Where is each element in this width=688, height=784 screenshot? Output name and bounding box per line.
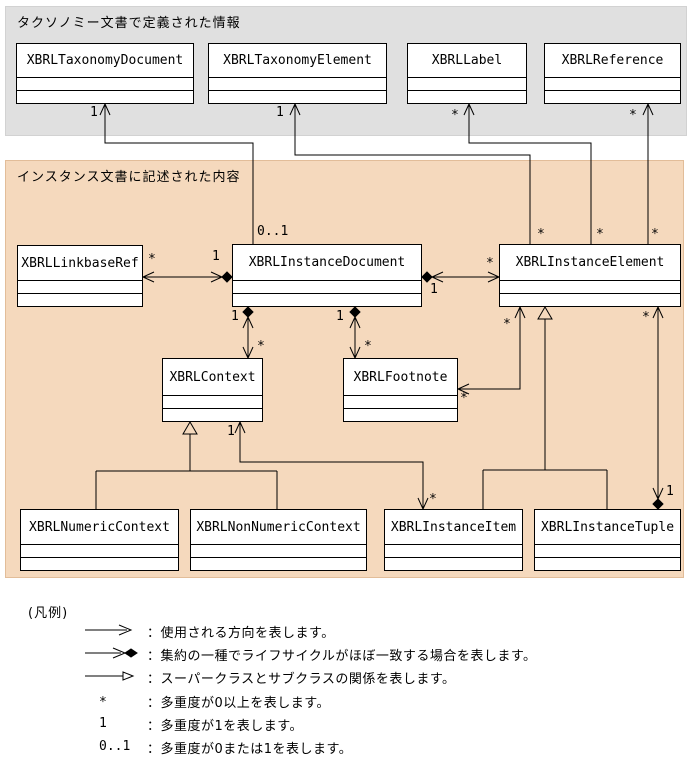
multiplicity-label: 1	[227, 424, 235, 439]
attribute-compartment	[545, 77, 680, 90]
class-name: XBRLReference	[561, 53, 664, 68]
taxonomy-region-title: タクソノミー文書で定義された情報	[17, 16, 241, 31]
class-xbrl-context: XBRLContext	[162, 358, 263, 422]
class-xbrl-taxonomy-element: XBRLTaxonomyElement	[208, 43, 387, 104]
operation-compartment	[21, 557, 178, 570]
legend: (凡例) ：使用される方向を表します。 ：集約の一種でライフサイクルがほぼ一致す…	[0, 595, 688, 784]
multiplicity-label: 1	[276, 105, 284, 120]
class-xbrl-linkbase-ref: XBRLLinkbaseRef	[17, 245, 143, 307]
operation-compartment	[344, 408, 457, 421]
class-name: XBRLInstanceItem	[390, 519, 517, 535]
operation-compartment	[163, 408, 262, 421]
multiplicity-label: *	[537, 227, 545, 242]
class-name: XBRLFootnote	[353, 369, 448, 385]
attribute-compartment	[163, 395, 262, 408]
class-xbrl-numeric-context: XBRLNumericContext	[20, 509, 179, 571]
class-name: XBRLTaxonomyElement	[223, 53, 372, 68]
multiplicity-label: *	[629, 108, 637, 123]
multiplicity-label: *	[503, 317, 511, 332]
multiplicity-label: 1	[666, 484, 674, 499]
class-xbrl-taxonomy-document: XBRLTaxonomyDocument	[16, 43, 194, 104]
class-xbrl-instance-tuple: XBRLInstanceTuple	[534, 509, 681, 571]
attribute-compartment	[408, 77, 526, 90]
operation-compartment	[500, 293, 680, 306]
multiplicity-label: *	[651, 227, 659, 242]
multiplicity-label: 1	[212, 249, 220, 264]
multiplicity-label: *	[596, 227, 604, 242]
class-name: XBRLContext	[169, 369, 256, 385]
legend-title: (凡例)	[28, 606, 69, 621]
generalization-triangle-icon	[85, 671, 135, 681]
multiplicity-label: *	[460, 391, 468, 406]
legend-item-text: ：多重度が0または1を表します。	[147, 742, 353, 757]
class-name: XBRLTaxonomyDocument	[26, 53, 184, 68]
instance-region-title: インスタンス文書に記述された内容	[17, 170, 241, 185]
class-xbrl-footnote: XBRLFootnote	[343, 358, 458, 422]
class-name: XBRLNumericContext	[29, 519, 170, 535]
multiplicity-label: 1	[231, 309, 239, 324]
operation-compartment	[209, 90, 386, 103]
multiplicity-label: *	[486, 256, 494, 271]
multiplicity-label: *	[364, 339, 372, 354]
multiplicity-label: 0..1	[257, 224, 289, 239]
class-xbrl-label: XBRLLabel	[407, 43, 527, 104]
use-arrow-icon	[85, 624, 133, 636]
class-name: XBRLInstanceElement	[515, 255, 665, 270]
attribute-compartment	[191, 544, 366, 557]
attribute-compartment	[344, 395, 457, 408]
operation-compartment	[408, 90, 526, 103]
operation-compartment	[535, 557, 680, 570]
attribute-compartment	[209, 77, 386, 90]
class-xbrl-non-numeric-context: XBRLNonNumericContext	[190, 509, 367, 571]
multiplicity-label: *	[642, 310, 650, 325]
attribute-compartment	[385, 544, 522, 557]
attribute-compartment	[17, 77, 193, 90]
legend-item-text: ：多重度が1を表します。	[147, 719, 303, 734]
class-xbrl-reference: XBRLReference	[544, 43, 681, 104]
operation-compartment	[18, 293, 142, 306]
class-name: XBRLLabel	[431, 53, 503, 68]
class-name: XBRLNonNumericContext	[196, 519, 361, 535]
operation-compartment	[545, 90, 680, 103]
attribute-compartment	[18, 280, 142, 293]
operation-compartment	[233, 293, 421, 306]
legend-mark-zero-or-one: 0..1	[99, 739, 131, 754]
attribute-compartment	[500, 280, 680, 293]
legend-item-text: ：多重度が0以上を表します。	[147, 696, 330, 711]
multiplicity-label: 1	[430, 282, 438, 297]
attribute-compartment	[21, 544, 178, 557]
class-name: XBRLLinkbaseRef	[21, 255, 139, 271]
multiplicity-label: *	[429, 492, 437, 507]
class-xbrl-instance-document: XBRLInstanceDocument	[232, 244, 422, 307]
attribute-compartment	[233, 280, 421, 293]
legend-item-text: ：集約の一種でライフサイクルがほぼ一致する場合を表します。	[147, 649, 537, 664]
legend-item-text: ：使用される方向を表します。	[147, 626, 335, 641]
legend-mark-one: 1	[99, 716, 107, 731]
operation-compartment	[385, 557, 522, 570]
operation-compartment	[191, 557, 366, 570]
multiplicity-label: 1	[336, 309, 344, 324]
class-name: XBRLInstanceDocument	[248, 255, 406, 270]
attribute-compartment	[535, 544, 680, 557]
operation-compartment	[17, 90, 193, 103]
legend-item-text: ：スーパークラスとサブクラスの関係を表します。	[147, 672, 456, 687]
class-xbrl-instance-element: XBRLInstanceElement	[499, 244, 681, 307]
multiplicity-label: *	[257, 339, 265, 354]
multiplicity-label: *	[451, 108, 459, 123]
legend-mark-asterisk: *	[99, 695, 107, 710]
class-xbrl-instance-item: XBRLInstanceItem	[384, 509, 523, 571]
multiplicity-label: *	[148, 252, 156, 267]
multiplicity-label: 1	[90, 105, 98, 120]
aggregation-arrow-diamond-icon	[85, 647, 138, 659]
class-name: XBRLInstanceTuple	[540, 519, 675, 535]
